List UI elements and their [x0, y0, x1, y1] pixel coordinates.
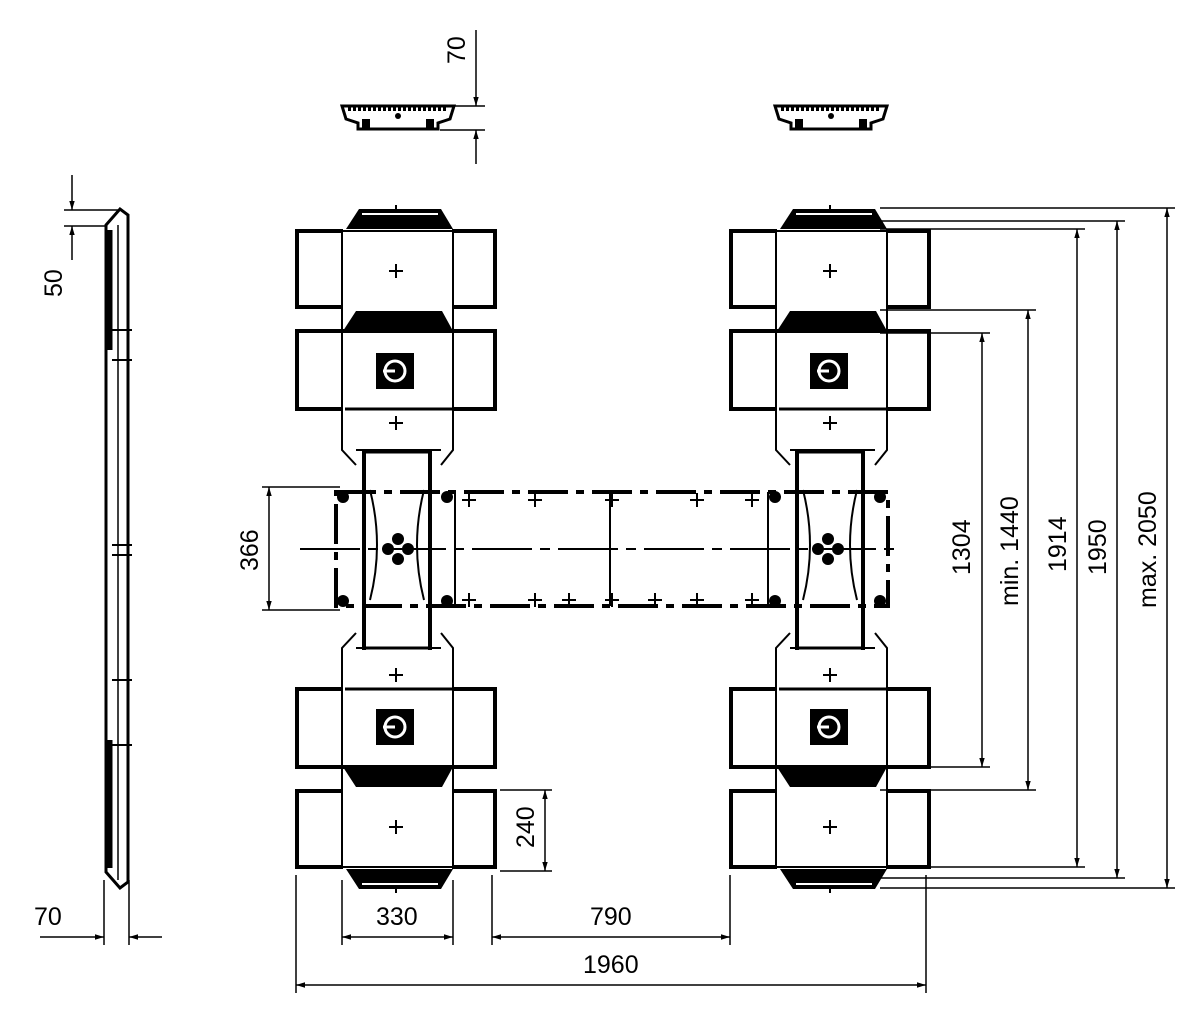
dim-min-1440: min. 1440 [996, 496, 1024, 606]
dim-pad-width: 330 [376, 903, 418, 931]
pad-bottom-right [729, 631, 931, 895]
top-view-pad-right [773, 104, 889, 131]
dim-side-width: 70 [34, 903, 62, 931]
dim-1304: 1304 [948, 519, 976, 575]
dim-side-height: 50 [40, 269, 68, 297]
dim-beam-width: 366 [236, 529, 264, 571]
side-profile [104, 206, 132, 891]
dim-top-pad-height: 70 [443, 36, 471, 64]
pad-top-left [295, 203, 497, 467]
dim-1914: 1914 [1044, 516, 1072, 572]
center-mark-left [382, 533, 414, 565]
dim-pad-depth: 240 [512, 806, 540, 848]
dim-max-2050: max. 2050 [1134, 491, 1162, 608]
dim-overall-width: 1960 [583, 951, 639, 979]
center-mark-right [812, 533, 844, 565]
dim-gap: 790 [590, 903, 632, 931]
pad-bottom-left [295, 631, 497, 895]
pad-top-right [729, 203, 931, 467]
dim-1950: 1950 [1084, 519, 1112, 575]
beam [300, 490, 895, 608]
top-view-pad-left [340, 104, 456, 131]
